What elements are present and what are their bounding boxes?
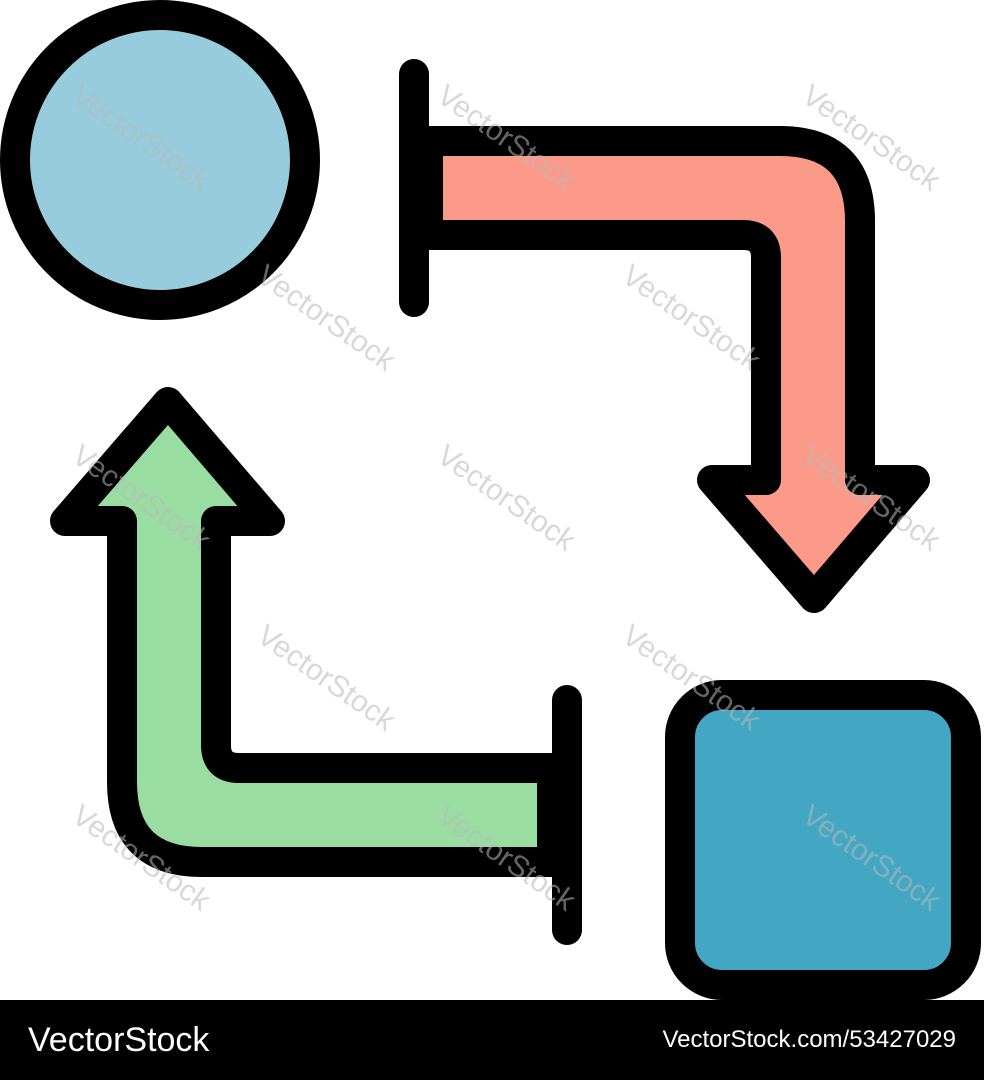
watermark-text: VectorStock <box>251 619 402 738</box>
green-arrow-icon <box>50 387 582 945</box>
footer-bar: VectorStock VectorStock.com/53427029 <box>0 1000 984 1080</box>
image-id-label: VectorStock.com/53427029 <box>662 1026 956 1053</box>
watermark-text: VectorStock <box>251 259 402 378</box>
brand-name: VectorStock <box>28 1020 210 1059</box>
square-node-icon <box>665 680 981 1000</box>
circle-node-icon <box>0 0 320 320</box>
red-arrow-icon <box>399 59 930 613</box>
watermark-text: VectorStock <box>431 439 582 558</box>
watermark-text: VectorStock <box>616 259 767 378</box>
